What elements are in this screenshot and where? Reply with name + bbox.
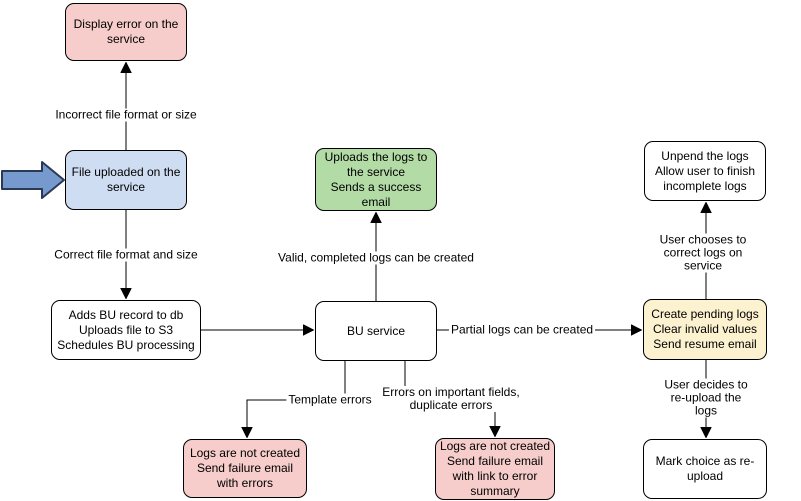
node-adds-bu-record[interactable]: Adds BU record to db Uploads file to S3 … [51, 300, 201, 360]
edge-label-valid-completed: Valid, completed logs can be created [276, 250, 476, 265]
node-logs-not-created-summary[interactable]: Logs are not created Send failure email … [435, 438, 555, 500]
node-mark-choice-reupload[interactable]: Mark choice as re- upload [643, 439, 767, 499]
edge-label-correct-format: Correct file format and size [52, 247, 200, 262]
node-logs-not-created-errors[interactable]: Logs are not created Send failure email … [183, 439, 307, 498]
edge-label-user-decides: User decides to re-upload the logs [658, 378, 754, 418]
edge-label-important-fields: Errors on important fields, duplicate er… [380, 385, 522, 412]
node-uploads-logs-success[interactable]: Uploads the logs to the service Sends a … [315, 148, 437, 211]
edge-label-incorrect-format: Incorrect file format or size [53, 107, 199, 122]
node-create-pending-logs[interactable]: Create pending logs Clear invalid values… [643, 299, 767, 360]
node-display-error[interactable]: Display error on the service [65, 3, 187, 61]
edge-label-partial-logs: Partial logs can be created [448, 322, 596, 337]
node-bu-service[interactable]: BU service [315, 301, 437, 361]
node-file-uploaded[interactable]: File uploaded on the service [65, 150, 187, 210]
edge-label-template-errors: Template errors [286, 392, 374, 407]
entry-block-arrow-icon [1, 161, 65, 199]
node-unpend-logs[interactable]: Unpend the logs Allow user to finish inc… [644, 141, 766, 201]
edge-label-user-chooses: User chooses to correct logs on service [654, 233, 752, 273]
